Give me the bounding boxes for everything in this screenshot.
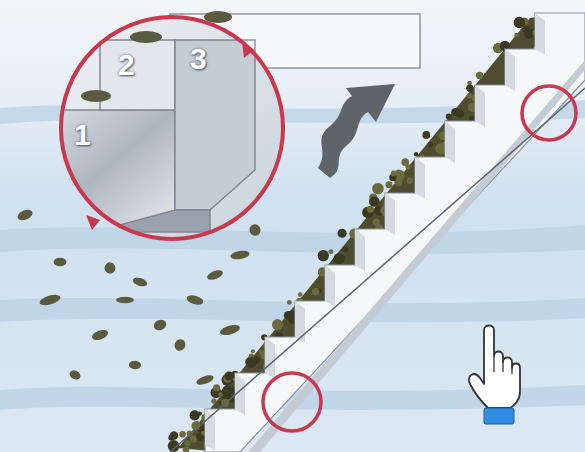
floating-debris-part xyxy=(186,294,205,307)
concrete-steps-part xyxy=(475,85,485,127)
moss-layer-part xyxy=(514,17,525,28)
magnified-inset-part-part xyxy=(130,31,162,43)
moss-layer-part xyxy=(319,269,323,273)
callout-number: 3 xyxy=(190,44,207,74)
moss-layer-part xyxy=(372,183,384,195)
moss-layer-part xyxy=(245,357,256,368)
floating-debris-part xyxy=(132,276,149,288)
concrete-steps-part xyxy=(415,157,425,199)
moss-layer-part xyxy=(456,109,464,117)
moss-layer-part xyxy=(369,196,380,207)
moss-layer-part xyxy=(211,398,216,403)
moss-layer-part xyxy=(222,385,232,395)
concrete-steps-part xyxy=(265,337,275,379)
floating-debris-part xyxy=(152,318,168,332)
moss-layer-part xyxy=(446,114,452,120)
moss-layer-part xyxy=(251,349,255,353)
moss-layer-part xyxy=(407,178,413,184)
moss-layer-part xyxy=(396,176,401,181)
callout-number: 2 xyxy=(118,50,135,80)
moss-layer-part xyxy=(428,142,433,147)
moss-layer-part xyxy=(338,229,347,238)
hand-cursor-icon-part xyxy=(493,356,494,372)
floating-debris-part xyxy=(38,293,61,307)
moss-layer-part xyxy=(184,440,190,446)
hand-cursor-icon xyxy=(469,326,520,425)
moss-layer-part xyxy=(179,431,186,438)
moss-layer-part xyxy=(224,371,233,380)
hand-cursor-icon-part xyxy=(484,408,514,424)
magnified-inset xyxy=(40,17,283,239)
moss-layer-part xyxy=(170,431,179,440)
magnified-inset-part-part xyxy=(175,40,255,210)
concrete-steps-part xyxy=(445,121,455,163)
highlight-circle xyxy=(263,373,321,431)
moss-layer-part xyxy=(343,246,349,252)
concrete-steps-part xyxy=(535,13,545,55)
moss-layer-part xyxy=(329,249,334,254)
floating-debris-part xyxy=(116,297,134,303)
moss-layer-part xyxy=(476,72,483,79)
moss-layer-part xyxy=(218,392,223,397)
concrete-steps-part xyxy=(505,49,515,91)
floating-debris-part xyxy=(206,268,224,281)
floating-debris-part xyxy=(91,328,110,342)
moss-layer-part xyxy=(183,446,190,452)
moss-layer-part xyxy=(467,93,473,99)
moss-layer-part xyxy=(272,319,283,330)
moss-layer-part xyxy=(367,206,374,213)
hand-cursor-icon-part xyxy=(469,326,520,409)
callout-number: 1 xyxy=(74,120,91,150)
floating-debris-part xyxy=(195,373,215,386)
magnified-inset-part-part xyxy=(100,40,175,110)
moss-layer-part xyxy=(312,288,320,296)
moss-layer-part xyxy=(334,253,345,264)
moss-layer-part xyxy=(190,410,200,420)
concrete-steps-part xyxy=(355,229,365,271)
moss-layer-part xyxy=(422,131,430,139)
concrete-steps-part xyxy=(325,265,335,307)
floating-debris-part xyxy=(219,323,241,337)
floating-debris-part xyxy=(129,360,142,369)
floating-debris-part xyxy=(16,208,34,223)
water-streaks-part xyxy=(0,225,585,254)
moss-layer-part xyxy=(523,26,531,34)
magnified-inset-part xyxy=(61,17,283,239)
moss-layer-part xyxy=(386,181,393,188)
moss-layer-part xyxy=(190,435,197,442)
floating-debris-part xyxy=(68,369,82,382)
floating-debris-part xyxy=(173,337,188,352)
concrete-steps-part xyxy=(385,193,395,235)
moss-layer-part xyxy=(287,300,292,305)
highlight-circle xyxy=(522,86,576,140)
moss-layer-part xyxy=(405,164,410,169)
moss-layer-part xyxy=(318,250,329,261)
hand-cursor-icon-part xyxy=(511,366,512,374)
magnified-inset-part xyxy=(40,31,255,232)
concrete-steps-part xyxy=(205,409,215,451)
magnified-inset-part xyxy=(86,215,100,230)
magnified-inset-part-part xyxy=(120,210,210,232)
direction-arrow xyxy=(318,84,395,178)
concrete-steps-part xyxy=(248,60,585,452)
moss-layer-part xyxy=(514,33,519,38)
moss-layer-part xyxy=(362,207,374,219)
magnified-inset-part-part xyxy=(81,90,111,102)
moss-layer-part xyxy=(391,170,397,176)
moss-layer-part xyxy=(414,152,418,156)
hand-cursor-icon-part xyxy=(502,360,503,372)
floating-debris-part xyxy=(230,249,250,260)
floating-debris-part xyxy=(248,223,262,237)
moss-layer-part xyxy=(213,384,220,391)
magnified-inset-part xyxy=(242,42,254,58)
moss-layer-part xyxy=(298,292,302,296)
floating-debris-part xyxy=(54,258,67,267)
floating-debris-part xyxy=(104,262,116,274)
concrete-steps-part xyxy=(295,301,305,343)
moss-layer-part xyxy=(466,85,473,92)
